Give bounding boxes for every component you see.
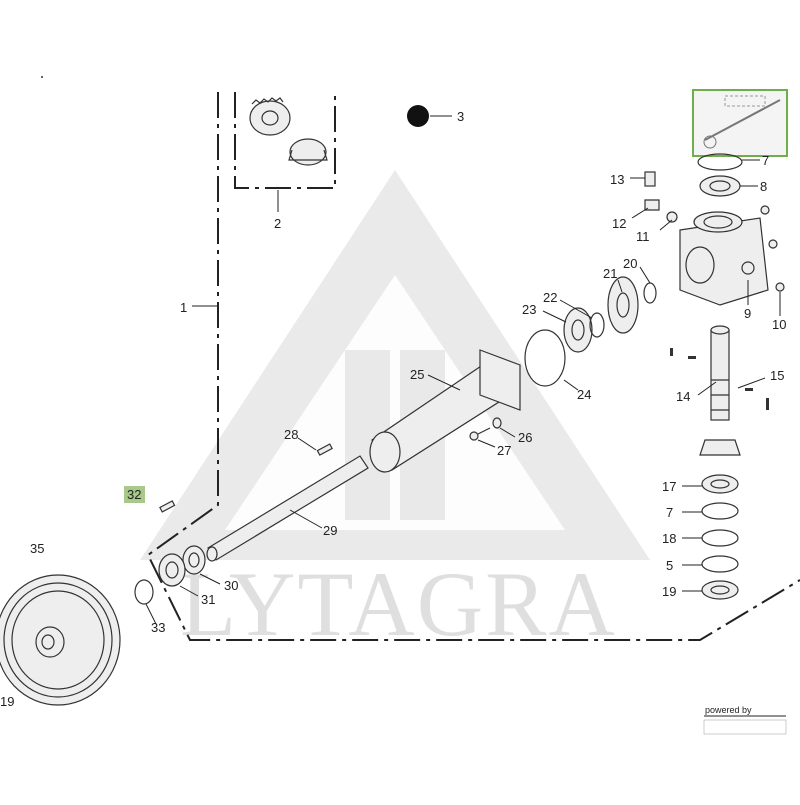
small-fittings-11-13 (644, 171, 785, 292)
bearing-part-23 (563, 307, 593, 353)
ring-part-33 (134, 579, 154, 605)
callout-32-highlight (124, 486, 145, 503)
callout-32[interactable]: 32 (127, 487, 141, 502)
bearing-part-17 (701, 474, 739, 494)
key-part-32 (159, 500, 176, 513)
callout-13[interactable]: 13 (610, 172, 624, 187)
overview-thumbnail[interactable] (692, 89, 788, 157)
ring-part-20 (643, 282, 657, 304)
callout-27[interactable]: 27 (497, 443, 511, 458)
ring-part-18 (701, 529, 739, 547)
callout-23[interactable]: 23 (522, 302, 536, 317)
speck-mark (41, 76, 43, 78)
bolt-part-27 (469, 427, 491, 441)
gearbox-housing-part-9 (679, 211, 769, 306)
bevel-pinion (699, 439, 741, 456)
callout-15[interactable]: 15 (770, 368, 784, 383)
callout-28[interactable]: 28 (284, 427, 298, 442)
callout-14[interactable]: 14 (676, 389, 690, 404)
callout-20[interactable]: 20 (623, 256, 637, 271)
callout-7-lower[interactable]: 7 (666, 505, 673, 520)
oring-part-24 (524, 329, 566, 387)
callout-2[interactable]: 2 (274, 216, 281, 231)
watermark-triangle-inner (225, 275, 565, 530)
boundary-gear-box (234, 92, 336, 189)
callout-labels: 1 2 3 5 7 7 8 9 10 11 12 13 14 15 17 18 … (0, 109, 786, 709)
pulley-part-35 (0, 574, 121, 706)
crown-gear-part-21 (607, 276, 639, 334)
callout-17[interactable]: 17 (662, 479, 676, 494)
bevel-gears-part-2 (249, 97, 328, 166)
shaft-part-29 (206, 455, 369, 562)
key-part-28 (316, 443, 333, 456)
callout-19-left[interactable]: 19 (0, 694, 14, 709)
seal-part-19-right (701, 580, 739, 600)
bearing-part-30 (182, 545, 206, 575)
reference-dot-part-3 (407, 105, 429, 127)
callout-25[interactable]: 25 (410, 367, 424, 382)
callout-26[interactable]: 26 (518, 430, 532, 445)
callout-33[interactable]: 33 (151, 620, 165, 635)
circlip-part-5 (701, 555, 739, 573)
powered-by-badge[interactable]: powered by (703, 705, 787, 735)
callout-12[interactable]: 12 (612, 216, 626, 231)
callout-5[interactable]: 5 (666, 558, 673, 573)
boundary-line (146, 92, 800, 641)
watermark-logo: LYTAGRA (140, 170, 650, 655)
callout-9[interactable]: 9 (744, 306, 751, 321)
lower-bearing-stack (701, 474, 739, 600)
callout-35[interactable]: 35 (30, 541, 44, 556)
tube-part-25 (369, 349, 521, 473)
callout-3[interactable]: 3 (457, 109, 464, 124)
assembly-boundary (146, 92, 800, 641)
callout-18[interactable]: 18 (662, 531, 676, 546)
callout-29[interactable]: 29 (323, 523, 337, 538)
callout-30[interactable]: 30 (224, 578, 238, 593)
callout-19-right[interactable]: 19 (662, 584, 676, 599)
callout-24[interactable]: 24 (577, 387, 591, 402)
ring-part-7-top (697, 153, 743, 171)
powered-by-text: powered by (705, 705, 752, 715)
callout-21[interactable]: 21 (603, 266, 617, 281)
ring-part-22 (589, 312, 605, 338)
callout-7-top[interactable]: 7 (762, 153, 769, 168)
pins-part-15 (670, 348, 769, 410)
bearing-part-31 (158, 553, 186, 587)
callout-31[interactable]: 31 (201, 592, 215, 607)
thumbnail-frame[interactable] (692, 89, 788, 157)
washer-part-26 (492, 417, 502, 429)
bevel-gear-upper (249, 100, 291, 136)
callout-22[interactable]: 22 (543, 290, 557, 305)
watermark-text: LYTAGRA (180, 553, 617, 655)
bevel-gear-lower (289, 138, 327, 166)
pinion-shaft-part-14 (710, 325, 730, 421)
callout-10[interactable]: 10 (772, 317, 786, 332)
ring-part-7-lower (701, 502, 739, 520)
callout-1[interactable]: 1 (180, 300, 187, 315)
leader-lines (145, 115, 781, 625)
callout-11[interactable]: 11 (636, 229, 650, 244)
bearing-part-8 (699, 175, 741, 197)
callout-8[interactable]: 8 (760, 179, 767, 194)
